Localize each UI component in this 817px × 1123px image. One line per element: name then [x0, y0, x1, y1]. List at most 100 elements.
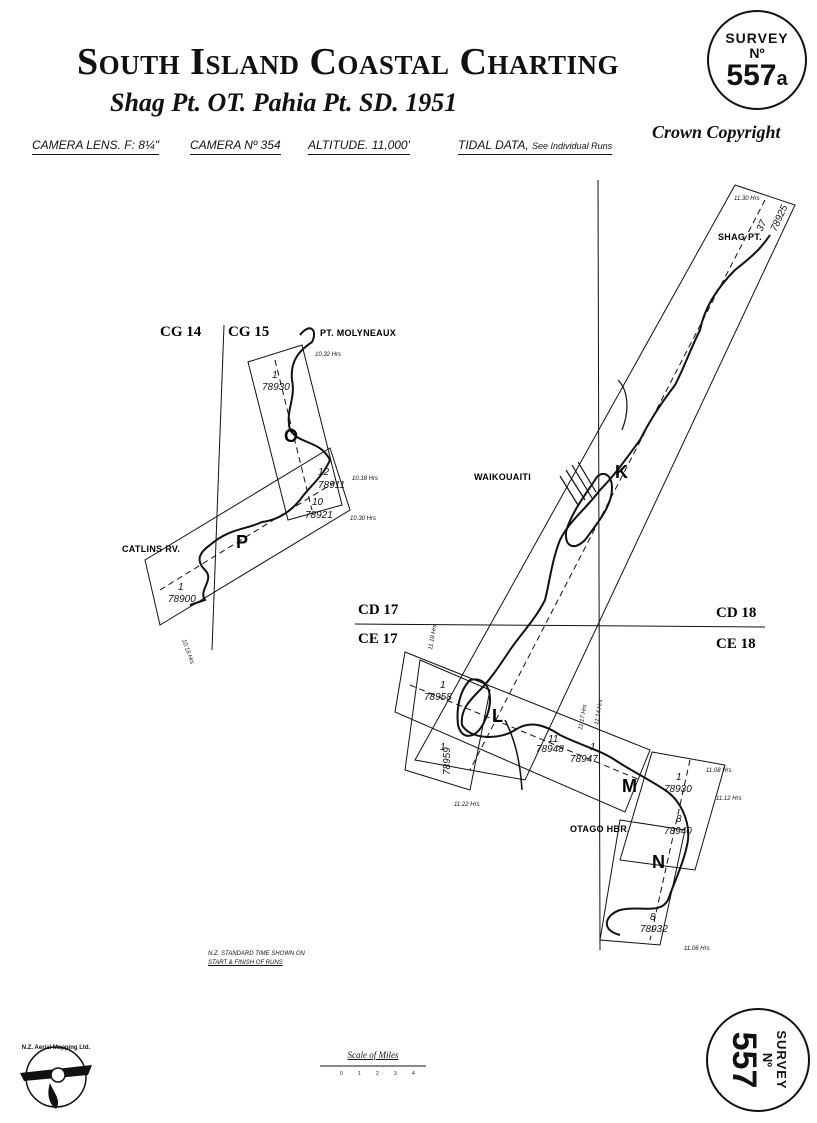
- sheet-label-cd18: CD 18: [716, 605, 756, 621]
- waikouaiti-lagoon: [564, 472, 614, 548]
- place-catlins-rv: Catlins Rv.: [122, 544, 180, 554]
- sheet-label-ce18: CE 18: [716, 636, 756, 652]
- sheet-label-cd17: CD 17: [358, 602, 399, 618]
- flight-line-o: [274, 359, 313, 511]
- run-label-l: L: [492, 706, 503, 726]
- photo-l1-num: 1: [440, 680, 446, 691]
- time-note: N.Z. Standard Time Shown on Start & Fini…: [208, 950, 348, 968]
- place-pt-molyneaux: Pt. Molyneaux: [320, 328, 396, 338]
- flight-line-mn: [649, 759, 691, 941]
- run-label-m: M: [622, 776, 637, 796]
- flight-line-k: [469, 199, 766, 771]
- spec-tidal-data: Tidal Data, See Individual Runs: [458, 138, 613, 155]
- town-hatch-waikouaiti: [559, 461, 597, 506]
- photo-m2-id: 78940: [664, 826, 692, 837]
- run-label-k: K: [615, 462, 628, 482]
- river-north: [617, 379, 628, 431]
- time-label: 10.32 Hrs: [315, 352, 341, 358]
- run-strip-l: [394, 651, 651, 813]
- run-label-o: O: [284, 426, 298, 446]
- spec-camera-number: Camera Nº 354: [190, 138, 281, 155]
- sheet-label-cg15: CG 15: [228, 324, 269, 340]
- scale-bar: Scale of Miles 0 1 2 3 4: [318, 1050, 428, 1085]
- coast-east: [460, 234, 771, 936]
- photo-p-end-num: 10: [312, 497, 324, 508]
- scale-tick: 4: [412, 1071, 415, 1077]
- photo-m2-num: 8: [676, 814, 682, 825]
- photo-l3-id: 78948: [536, 744, 564, 755]
- time-label: 11.06 Hrs: [684, 946, 710, 952]
- scale-tick: 1: [358, 1071, 361, 1077]
- harbour-peninsula: [456, 678, 491, 737]
- grid-line-cg: [211, 324, 225, 651]
- coast-west: [189, 327, 332, 606]
- run-strip-m: [619, 751, 726, 871]
- photo-p-start-num: 1: [178, 582, 184, 593]
- grid-line-cd-ce-vertical: [597, 179, 601, 951]
- photo-m-id: 78930: [664, 784, 692, 795]
- flight-line-p: [159, 481, 336, 591]
- time-label: 10.30 Hrs: [350, 516, 376, 522]
- sheet-label-ce17: CE 17: [358, 631, 398, 647]
- photo-o-start-num: 1: [272, 370, 278, 381]
- nz-aerial-mapping-logo: N.Z. Aerial Mapping Ltd.: [20, 1045, 92, 1109]
- map-title: South Island Coastal Charting: [77, 41, 619, 83]
- scale-label: Scale of Miles: [347, 1050, 399, 1060]
- photo-k-num: 37: [755, 218, 770, 233]
- photo-run-strips: [144, 184, 796, 946]
- photo-l1-id: 78958: [424, 692, 452, 703]
- time-label: 11.18 Hrs: [428, 624, 438, 650]
- scale-tick: 0: [340, 1071, 343, 1077]
- grid-line-cd-ce-horizontal: [354, 623, 766, 628]
- photo-o-start-id: 78930: [262, 382, 290, 393]
- run-strip-k: [414, 184, 796, 781]
- photo-n-num: 8: [650, 912, 656, 923]
- run-strip-o: [247, 344, 343, 521]
- flight-lines: [159, 199, 766, 941]
- time-label: 11.30 Hrs: [734, 196, 760, 202]
- photo-n-id: 78932: [640, 924, 668, 935]
- photo-m-num: 1: [676, 772, 682, 783]
- photo-p-start-id: 78900: [168, 594, 196, 605]
- coastline: [189, 234, 771, 936]
- run-label-n: N: [652, 852, 665, 872]
- place-otago-hbr: Otago Hbr.: [570, 824, 630, 834]
- photo-o-end-num: 12: [318, 467, 330, 478]
- sheet-label-cg14: CG 14: [160, 324, 202, 340]
- survey-badge-top: SURVEY Nº 557a: [707, 10, 807, 110]
- flight-line-l: [409, 684, 641, 781]
- time-note-line2: Start & Finish of Runs: [208, 960, 283, 966]
- spec-camera-lens: Camera Lens. F: 8¼": [32, 138, 160, 155]
- photo-number-labels: 1 78930 12 78911 10 78921 1 78900 37 789…: [168, 203, 791, 935]
- time-label: 11.14 Hrs: [594, 699, 604, 725]
- time-label: 11.17 Hrs: [578, 704, 588, 730]
- time-label: 11.22 Hrs: [454, 802, 480, 808]
- photo-o-end-id: 78911: [318, 480, 345, 491]
- copyright-notice: Crown Copyright: [652, 122, 781, 142]
- photo-l2-num: 1: [440, 742, 446, 753]
- photo-k-id: 78925: [769, 203, 791, 233]
- time-label: 10.16 Hrs: [180, 639, 195, 665]
- time-note-line1: N.Z. Standard Time Shown on: [208, 951, 305, 957]
- scale-tick: 3: [394, 1071, 397, 1077]
- photo-l2-id: 78959: [442, 747, 453, 775]
- time-label: 11.12 Hrs: [716, 796, 742, 802]
- scale-tick: 2: [376, 1071, 379, 1077]
- badge-survey-label: SURVEY: [725, 29, 789, 46]
- scale-graphic: 0 1 2 3 4: [320, 1065, 426, 1077]
- photo-l4-id: 78947: [570, 754, 598, 765]
- map-subtitle: Shag Pt. OT. Pahia Pt. SD. 1951: [110, 88, 458, 117]
- run-strip-n: [599, 819, 686, 946]
- photo-l4-num: 1: [590, 742, 596, 753]
- spec-altitude: Altitude. 11,000': [308, 138, 410, 155]
- time-label: 11.08 Hrs: [706, 768, 732, 774]
- photo-p-end-id: 78921: [305, 510, 333, 521]
- badge-number-label: Nº: [749, 44, 765, 61]
- run-strip-l2: [404, 659, 491, 791]
- time-label: 10.18 Hrs: [352, 476, 378, 482]
- sheet-grid: [211, 179, 766, 951]
- photo-l3-num: 11: [548, 734, 558, 745]
- run-label-p: P: [236, 532, 248, 552]
- run-strip-p: [144, 447, 351, 626]
